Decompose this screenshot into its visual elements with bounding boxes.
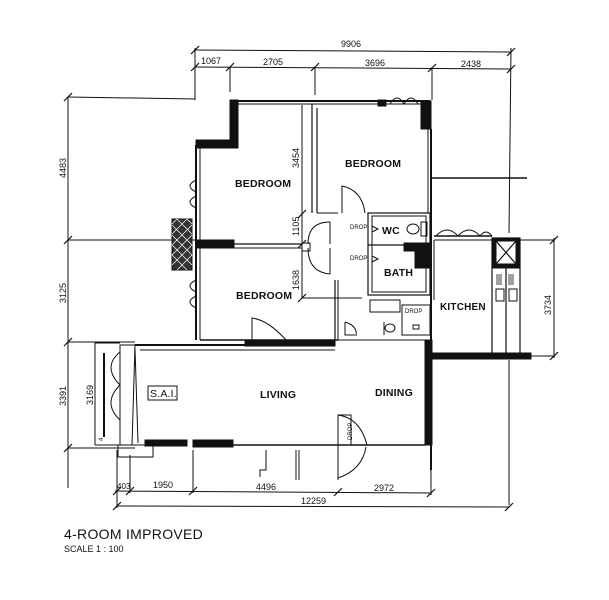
dim-left-inner-small: 4 (99, 437, 105, 441)
room-label-living: LIVING (260, 389, 296, 401)
room-label-bedroom-1: BEDROOM (235, 178, 291, 190)
dim-interior-1: 3454 (291, 148, 301, 168)
dim-bottom-1: 403 (117, 482, 131, 491)
dim-top-overall: 9906 (341, 39, 361, 49)
dim-bottom-overall: 12259 (301, 496, 326, 506)
drop-labels: DROP DROP DROP DROP (348, 225, 422, 440)
plan-scale: SCALE 1 : 100 (64, 544, 124, 554)
title-block: 4-ROOM IMPROVED SCALE 1 : 100 (64, 526, 203, 554)
room-label-wc: WC (382, 225, 400, 237)
dim-interior-3: 1638 (291, 270, 301, 290)
top-dimensions (190, 45, 516, 234)
room-label-bedroom-2: BEDROOM (345, 158, 401, 170)
room-label-kitchen: KITCHEN (440, 302, 486, 313)
room-labels: BEDROOM BEDROOM BEDROOM WC BATH KITCHEN … (147, 158, 486, 401)
drop-label-wc: DROP (350, 225, 367, 231)
dim-top-4: 2438 (461, 59, 481, 69)
dim-top-3: 3696 (365, 58, 385, 68)
drop-label-bath: DROP (350, 256, 367, 262)
dimension-labels: 9906 1067 2705 3696 2438 4483 3125 3391 … (58, 39, 553, 506)
room-label-bedroom-3: BEDROOM (236, 290, 292, 302)
dim-left-inner: 3169 (85, 385, 95, 405)
dim-bottom-4: 2972 (374, 483, 394, 493)
room-label-bath: BATH (384, 267, 413, 279)
dim-interior-2: 1105 (291, 217, 301, 236)
dim-left-2: 3125 (58, 283, 68, 303)
dim-top-1: 1067 (201, 56, 221, 66)
dim-bottom-3: 4496 (256, 482, 276, 492)
left-dimensions (63, 92, 196, 488)
dim-left-3: 3391 (58, 386, 68, 406)
plan-title: 4-ROOM IMPROVED (64, 526, 204, 542)
room-label-sai: S.A.I. (150, 388, 177, 400)
drop-label-kitchen: DROP (405, 309, 422, 315)
drop-label-entrance: DROP (348, 423, 354, 440)
dim-left-1: 4483 (58, 158, 68, 178)
dim-bottom-2: 1950 (153, 480, 173, 490)
sai-box (147, 385, 178, 401)
dim-kitchen-right: 3734 (543, 295, 553, 315)
walls (110, 97, 559, 512)
room-label-dining: DINING (375, 387, 413, 399)
dim-top-2: 2705 (263, 57, 283, 67)
